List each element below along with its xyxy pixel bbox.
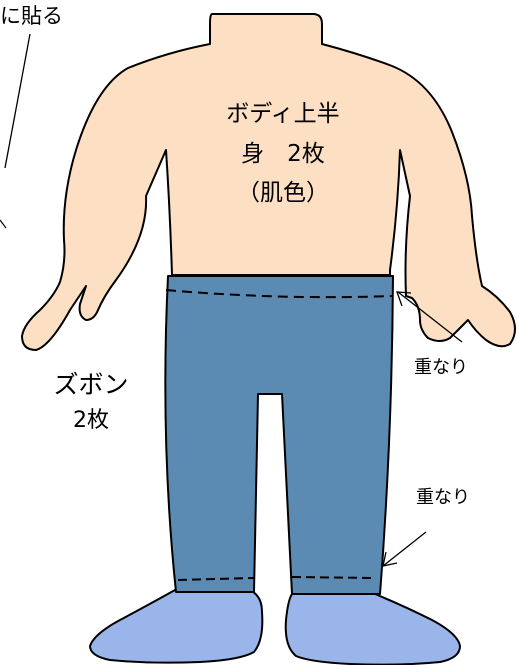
pants-label-line1: ズボン [53, 370, 129, 399]
upper-body-shape [21, 13, 516, 351]
left-edge-mark [0, 219, 7, 229]
left-hem-dashed-line [177, 577, 255, 581]
waist-arrow-line [397, 291, 463, 343]
overlap-waist-label: 重なり [414, 357, 468, 378]
waist-arrow-head [396, 291, 412, 307]
hem-arrow-head [382, 551, 398, 567]
top-left-leader-line [4, 33, 31, 169]
body-upper-label-line3: （肌色） [237, 180, 329, 206]
left-shoe [88, 589, 264, 664]
waist-overlap-dashed-line [165, 289, 393, 299]
hem-arrow-line [382, 531, 427, 567]
pants-shape [164, 275, 394, 595]
overlap-hem-label: 重なり [416, 487, 470, 508]
right-shoe [284, 593, 462, 665]
body-upper-label-line1: ボディ上半 [226, 101, 340, 127]
pants-label-line2: 2枚 [73, 408, 109, 433]
body-upper-label-line2: 身 2枚 [241, 141, 325, 167]
top-left-label: に貼る [0, 4, 63, 28]
